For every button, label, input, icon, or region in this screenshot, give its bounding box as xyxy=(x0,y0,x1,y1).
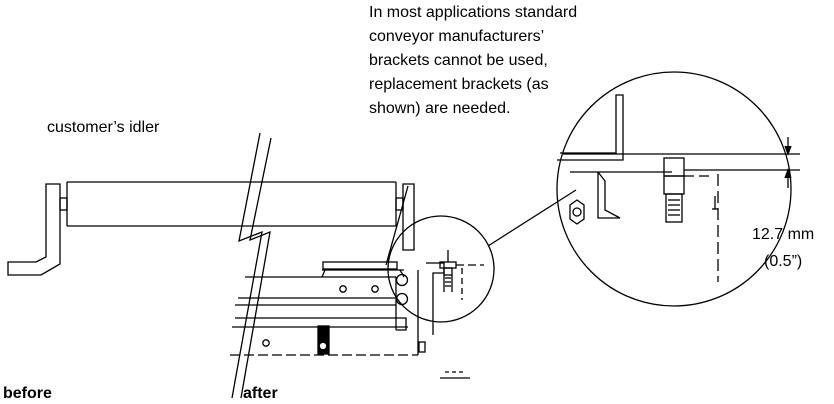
left-idler-bracket xyxy=(7,183,61,276)
idler-roller xyxy=(59,181,404,227)
right-idler-bracket xyxy=(402,183,415,251)
annotation-note: In most applications standard conveyor m… xyxy=(369,1,577,121)
replacement-bracket xyxy=(321,185,409,278)
enlarged-detail xyxy=(557,94,719,282)
annotation-line: brackets cannot be used, xyxy=(369,52,548,69)
annotation-line: In most applications standard xyxy=(369,4,578,21)
support-strap xyxy=(317,325,330,355)
detail-leader xyxy=(487,189,577,247)
idler-label: customer’s idler xyxy=(47,119,160,136)
dimension-lines xyxy=(563,137,800,188)
bolt-small xyxy=(426,250,484,379)
annotation-line: replacement brackets (as xyxy=(369,76,549,93)
detail-circle-large xyxy=(556,71,792,307)
annotation-line: conveyor manufacturers’ xyxy=(369,28,545,45)
detail-circle-small xyxy=(387,215,495,323)
after-caption: after xyxy=(243,385,278,402)
before-caption: before xyxy=(3,385,52,402)
break-lines xyxy=(231,132,272,399)
conveyor-frame xyxy=(230,270,426,356)
dimension-metric: 12.7 mm xyxy=(752,226,815,243)
dimension-label: 12.7 mm (0.5”) xyxy=(752,221,814,275)
annotation-line: shown) are needed. xyxy=(369,100,511,117)
dimension-imperial: (0.5”) xyxy=(764,253,803,270)
